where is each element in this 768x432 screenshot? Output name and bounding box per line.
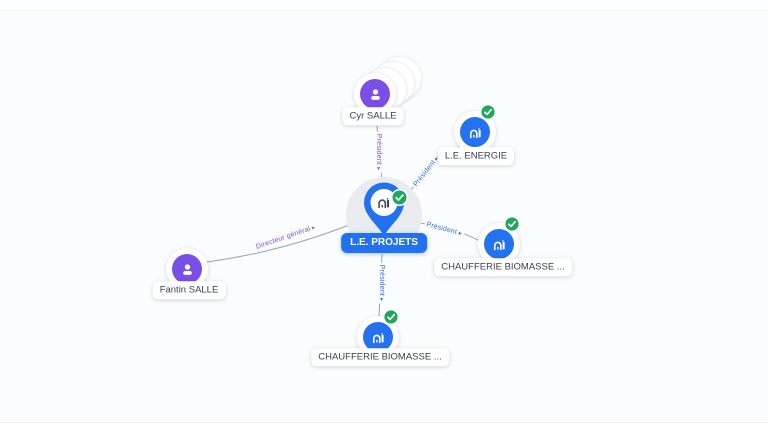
node-cyr-salle[interactable]: [354, 56, 422, 115]
edge-label-text: Président: [375, 133, 383, 166]
verified-badge-icon: [383, 309, 400, 326]
edge-arrow-icon: ▸: [378, 298, 385, 302]
verified-badge-icon: [391, 189, 408, 206]
node-label-fantin-salle[interactable]: Fantin SALLE: [152, 281, 226, 299]
edge-label-text: Président: [378, 264, 386, 297]
edge-arrow-icon: ▸: [311, 224, 317, 232]
company-icon: [469, 127, 481, 138]
person-icon: [182, 263, 192, 275]
node-le-energie[interactable]: [454, 104, 496, 153]
person-icon: [370, 88, 380, 100]
node-label-le-projets[interactable]: L.E. PROJETS: [341, 233, 427, 253]
edge-arrow-icon: ▸: [457, 230, 463, 238]
node-label-chaufferie-biomasse-bottom[interactable]: CHAUFFERIE BIOMASSE ...: [311, 348, 449, 366]
node-label-cyr-salle[interactable]: Cyr SALLE: [342, 107, 404, 125]
edge-label-president-1: Président▸: [373, 131, 383, 173]
company-icon: [493, 239, 505, 250]
node-label-le-energie[interactable]: L.E. ENERGIE: [437, 147, 515, 165]
verified-badge-icon: [480, 104, 497, 121]
node-label-chaufferie-biomasse-right[interactable]: CHAUFFERIE BIOMASSE ...: [434, 258, 572, 276]
edge-label-president-4: Président▸: [376, 262, 386, 304]
edge-fantin-to-projets: [206, 224, 350, 263]
edge-arrow-icon: ▸: [375, 167, 382, 171]
verified-badge-icon: [504, 216, 521, 233]
company-icon: [372, 332, 384, 343]
company-icon: [378, 198, 390, 209]
node-chaufferie-biomasse-right[interactable]: [478, 216, 520, 265]
